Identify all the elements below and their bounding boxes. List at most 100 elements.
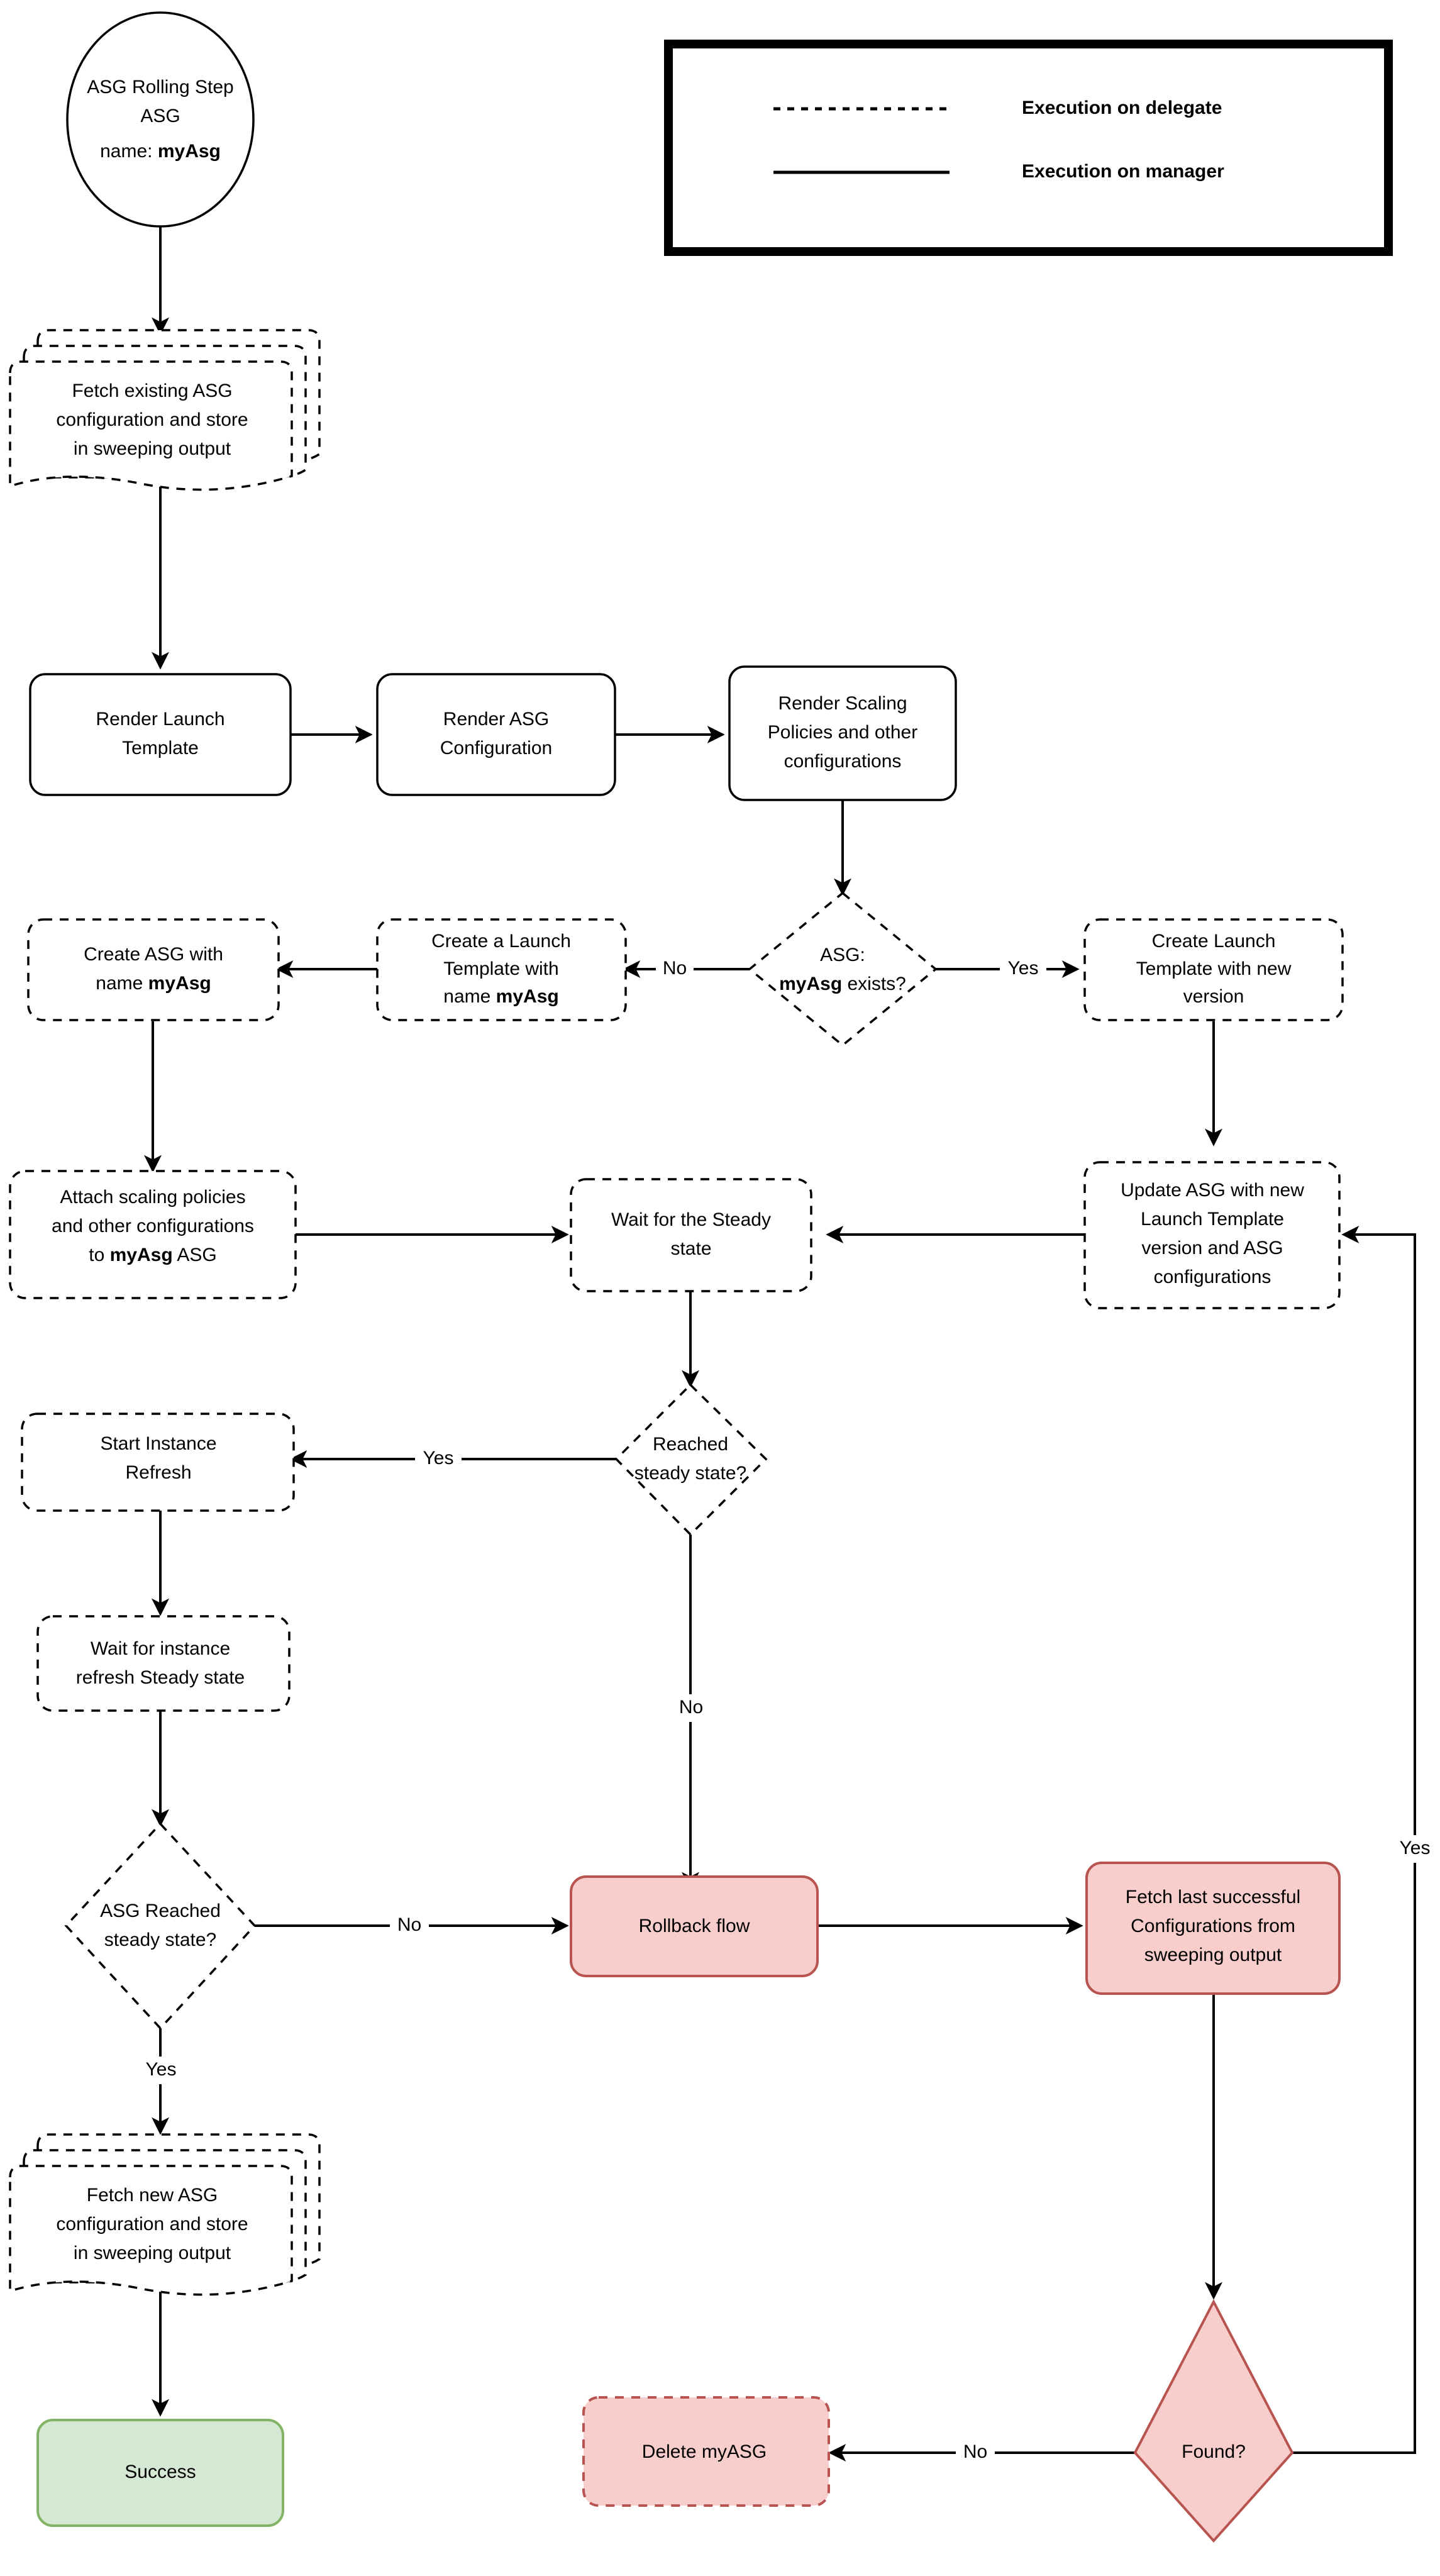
node-reached-steady-state-decision[interactable]: Reached steady state?	[614, 1383, 768, 1536]
edge-label-reached-steady-no: No	[679, 1697, 703, 1718]
attach-scaling-line-1: Attach scaling policies	[60, 1187, 245, 1208]
attach-scaling-policies-shape	[9, 1170, 297, 1299]
render-launch-template-shape	[29, 673, 292, 796]
edge-label-found-yes: Yes	[1400, 1838, 1431, 1858]
fetch-existing-line-3: in sweeping output	[74, 438, 231, 459]
node-render-asg-configuration[interactable]: Render ASG Configuration	[376, 673, 616, 796]
wait-instance-refresh-shape	[36, 1615, 291, 1712]
render-asg-configuration-line-2: Configuration	[440, 738, 552, 758]
edge-labels: No Yes Yes No No Yes No Yes	[138, 955, 1440, 2467]
attach-scaling-line-3-prefix: to	[89, 1245, 109, 1265]
asg-reached-steady-diamond-shape	[64, 1822, 257, 2030]
edge-label-asg-exists-no: No	[663, 958, 687, 979]
node-found-decision[interactable]: Found?	[1133, 2299, 1294, 2543]
attach-scaling-line-3-suffix: ASG	[173, 1245, 217, 1265]
fetch-new-asg-line-2: configuration and store	[56, 2214, 248, 2235]
found-diamond-shape	[1133, 2299, 1294, 2543]
asg-reached-steady-line-2: steady state?	[104, 1929, 216, 1950]
node-asg-reached-steady-decision[interactable]: ASG Reached steady state?	[64, 1822, 257, 2030]
asg-exists-line-2-bold: myAsg	[779, 974, 842, 994]
update-asg-line-4: configurations	[1154, 1267, 1271, 1287]
wait-steady-line-2: state	[670, 1238, 711, 1259]
wait-steady-state-shape	[570, 1178, 812, 1292]
node-rollback-flow[interactable]: Rollback flow	[570, 1875, 819, 1977]
create-asg-name-line-1: Create ASG with	[84, 944, 223, 965]
create-launch-template-version-shape	[1083, 918, 1344, 1021]
node-delete-myasg[interactable]: Delete myASG	[582, 2396, 830, 2507]
node-update-asg[interactable]: Update ASG with new Launch Template vers…	[1083, 1161, 1341, 1309]
create-lt-name-line-3-prefix: name	[443, 986, 496, 1007]
fetch-new-asg-line-3: in sweeping output	[74, 2243, 231, 2263]
node-start[interactable]: ASG Rolling Step ASG name: myAsg	[66, 11, 255, 228]
create-asg-name-line-2-bold: myAsg	[148, 973, 211, 994]
start-line-3-prefix: name:	[100, 141, 158, 162]
wait-instance-refresh-line-2: refresh Steady state	[76, 1667, 245, 1688]
edge-label-found-no: No	[963, 2441, 987, 2462]
render-asg-configuration-shape	[376, 673, 616, 796]
node-fetch-new-asg[interactable]: Fetch new ASG configuration and store in…	[9, 2133, 321, 2296]
wait-steady-line-1: Wait for the Steady	[611, 1209, 771, 1230]
node-start-instance-refresh[interactable]: Start Instance Refresh	[21, 1413, 295, 1512]
rollback-flow-label: Rollback flow	[639, 1916, 750, 1936]
legend: Execution on delegate Execution on manag…	[664, 40, 1393, 256]
asg-exists-diamond-shape	[748, 891, 938, 1047]
start-line-2: ASG	[140, 106, 180, 126]
update-asg-line-3: version and ASG	[1141, 1238, 1283, 1258]
node-create-launch-template-name[interactable]: Create a Launch Template with name myAsg	[376, 918, 627, 1021]
start-instance-refresh-line-1: Start Instance	[100, 1433, 216, 1454]
create-lt-name-line-2: Template with	[443, 958, 558, 979]
node-render-launch-template[interactable]: Render Launch Template	[29, 673, 292, 796]
edges	[144, 226, 1416, 2462]
fetch-last-successful-line-3: sweeping output	[1144, 1945, 1282, 1965]
node-create-asg-name[interactable]: Create ASG with name myAsg	[27, 918, 280, 1021]
success-label: Success	[125, 2462, 196, 2482]
start-instance-refresh-shape	[21, 1413, 295, 1512]
node-wait-steady-state[interactable]: Wait for the Steady state	[570, 1178, 812, 1292]
legend-label-manager: Execution on manager	[1022, 161, 1224, 182]
render-launch-template-line-1: Render Launch	[96, 709, 224, 730]
create-launch-template-name-shape	[376, 918, 627, 1021]
reached-steady-line-2: steady state?	[634, 1463, 746, 1484]
node-success[interactable]: Success	[36, 2419, 284, 2527]
fetch-existing-line-1: Fetch existing ASG	[72, 380, 232, 401]
node-wait-instance-refresh[interactable]: Wait for instance refresh Steady state	[36, 1615, 291, 1712]
start-line-3: name: myAsg	[100, 141, 221, 162]
start-line-3-bold: myAsg	[158, 141, 221, 162]
node-fetch-last-successful[interactable]: Fetch last successful Configurations fro…	[1085, 1862, 1341, 1995]
success-shape	[36, 2419, 284, 2527]
node-create-launch-template-version[interactable]: Create Launch Template with new version	[1083, 918, 1344, 1021]
node-asg-exists-decision[interactable]: ASG: myAsg exists?	[748, 891, 938, 1047]
node-attach-scaling-policies[interactable]: Attach scaling policies and other config…	[9, 1170, 297, 1299]
render-scaling-policies-line-1: Render Scaling	[778, 693, 907, 714]
create-asg-name-shape	[27, 918, 280, 1021]
node-fetch-existing-asg[interactable]: Fetch existing ASG configuration and sto…	[9, 329, 321, 491]
update-asg-line-2: Launch Template	[1141, 1209, 1284, 1230]
create-asg-name-line-2-prefix: name	[96, 973, 148, 994]
start-ellipse-shape	[66, 11, 255, 228]
delete-myasg-shape	[582, 2396, 830, 2507]
reached-steady-state-diamond-shape	[614, 1383, 768, 1536]
legend-label-delegate: Execution on delegate	[1022, 97, 1222, 118]
create-lt-version-line-2: Template with new	[1136, 958, 1292, 979]
render-launch-template-line-2: Template	[122, 738, 199, 758]
fetch-existing-doc-front	[9, 360, 293, 491]
edge-label-asg-exists-yes: Yes	[1008, 958, 1039, 979]
attach-scaling-line-2: and other configurations	[52, 1216, 254, 1236]
fetch-last-successful-shape	[1085, 1862, 1341, 1995]
render-scaling-policies-shape	[728, 665, 957, 801]
attach-scaling-line-3-bold: myAsg	[110, 1245, 173, 1265]
asg-exists-line-1: ASG:	[820, 945, 865, 965]
fetch-existing-line-2: configuration and store	[56, 409, 248, 430]
attach-scaling-line-3: to myAsg ASG	[89, 1245, 216, 1265]
reached-steady-line-1: Reached	[653, 1434, 728, 1455]
edge-label-asg-reached-yes: Yes	[146, 2059, 177, 2080]
found-label: Found?	[1182, 2441, 1246, 2462]
fetch-last-successful-line-2: Configurations from	[1131, 1916, 1295, 1936]
edge-label-asg-reached-no: No	[397, 1914, 421, 1935]
asg-exists-line-2-rest: exists?	[842, 974, 906, 994]
fetch-last-successful-line-1: Fetch last successful	[1126, 1887, 1300, 1907]
node-render-scaling-policies[interactable]: Render Scaling Policies and other config…	[728, 665, 957, 801]
create-lt-name-line-1: Create a Launch	[431, 931, 571, 952]
render-asg-configuration-line-1: Render ASG	[443, 709, 549, 730]
update-asg-line-1: Update ASG with new	[1121, 1180, 1304, 1201]
